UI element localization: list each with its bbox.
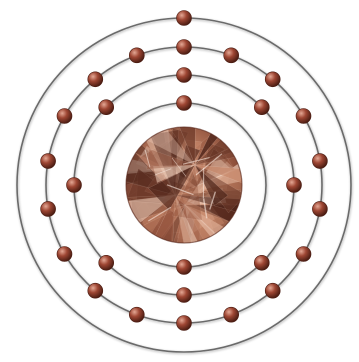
shell-3-electron-14 <box>41 201 56 216</box>
shell-3-electron-12 <box>88 283 103 298</box>
shell-1-electron-2 <box>177 260 192 275</box>
shell-2-electron-7 <box>67 178 82 193</box>
shell-3-electron-17 <box>88 72 103 87</box>
shell-3-electron-11 <box>129 307 144 322</box>
shell-3-electron-10 <box>177 316 192 331</box>
shell-3-electron-1 <box>177 40 192 55</box>
shell-2-electron-1 <box>177 68 192 83</box>
shell-2-electron-5 <box>177 288 192 303</box>
shell-2-electron-4 <box>254 255 269 270</box>
shell-1-electron-1 <box>177 96 192 111</box>
shell-3-electron-13 <box>57 247 72 262</box>
shell-3-electron-4 <box>296 109 311 124</box>
shell-3-electron-6 <box>312 201 327 216</box>
shell-3-electron-2 <box>224 48 239 63</box>
shell-2-electron-3 <box>287 178 302 193</box>
nucleus <box>108 107 261 263</box>
shell-3-electron-16 <box>57 109 72 124</box>
shell-3-electron-5 <box>312 154 327 169</box>
shell-3-electron-8 <box>265 283 280 298</box>
shell-2-electron-2 <box>254 100 269 115</box>
shell-3-electron-7 <box>296 247 311 262</box>
shell-2-electron-6 <box>99 255 114 270</box>
nucleus-crystal-texture <box>108 107 261 263</box>
shell-3-electron-3 <box>265 72 280 87</box>
shell-3-electron-18 <box>129 48 144 63</box>
shell-4-electron-1 <box>177 11 192 26</box>
shell-3-electron-9 <box>224 307 239 322</box>
shell-2-electron-8 <box>99 100 114 115</box>
shell-3-electron-15 <box>41 154 56 169</box>
